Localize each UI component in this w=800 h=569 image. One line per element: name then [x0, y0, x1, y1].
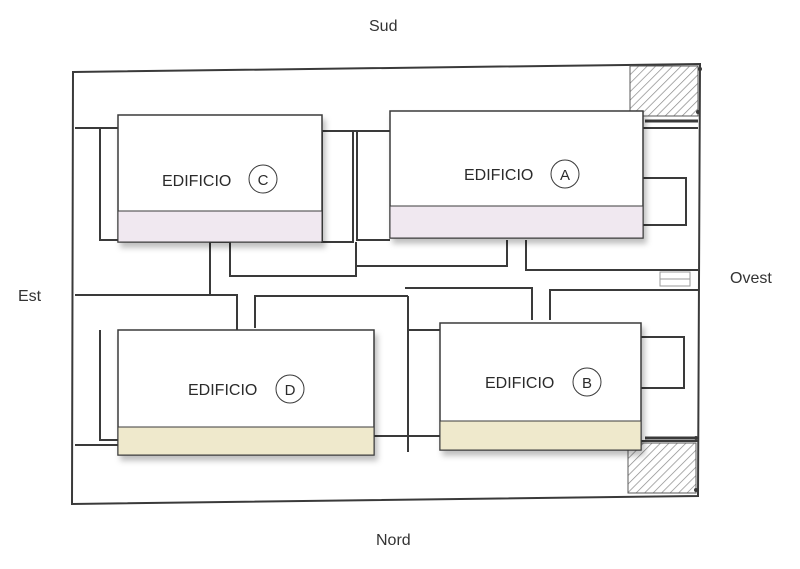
site-boundary: [70, 62, 702, 506]
building-c-badge: [248, 164, 278, 194]
building-c: [117, 114, 323, 243]
building-d-label: EDIFICIO: [188, 382, 257, 399]
compass-west-label: Ovest: [730, 270, 772, 287]
building-a-letter: A: [560, 167, 570, 184]
hatched-area-bottom: [627, 442, 697, 494]
building-a: [389, 110, 644, 239]
building-d-badge: [275, 374, 305, 404]
building-c-label: EDIFICIO: [162, 173, 231, 190]
compass-north-label: Nord: [376, 532, 411, 549]
building-a-label: EDIFICIO: [464, 167, 533, 184]
building-b-badge: [572, 367, 602, 397]
building-d-letter: D: [285, 382, 296, 399]
hatched-area-top: [629, 65, 699, 117]
building-d: [117, 329, 375, 456]
internal-walls: [75, 127, 698, 452]
building-b-letter: B: [582, 375, 592, 392]
building-a-south-band: [389, 205, 644, 239]
building-b-north-band: [439, 420, 642, 451]
building-b-label: EDIFICIO: [485, 375, 554, 392]
building-c-south-band: [117, 210, 323, 243]
building-a-badge: [550, 159, 580, 189]
building-c-letter: C: [258, 172, 269, 189]
compass-east-label: Est: [18, 288, 42, 305]
compass-south-label: Sud: [369, 18, 398, 35]
building-b: [439, 322, 642, 451]
building-d-north-band: [117, 426, 375, 456]
